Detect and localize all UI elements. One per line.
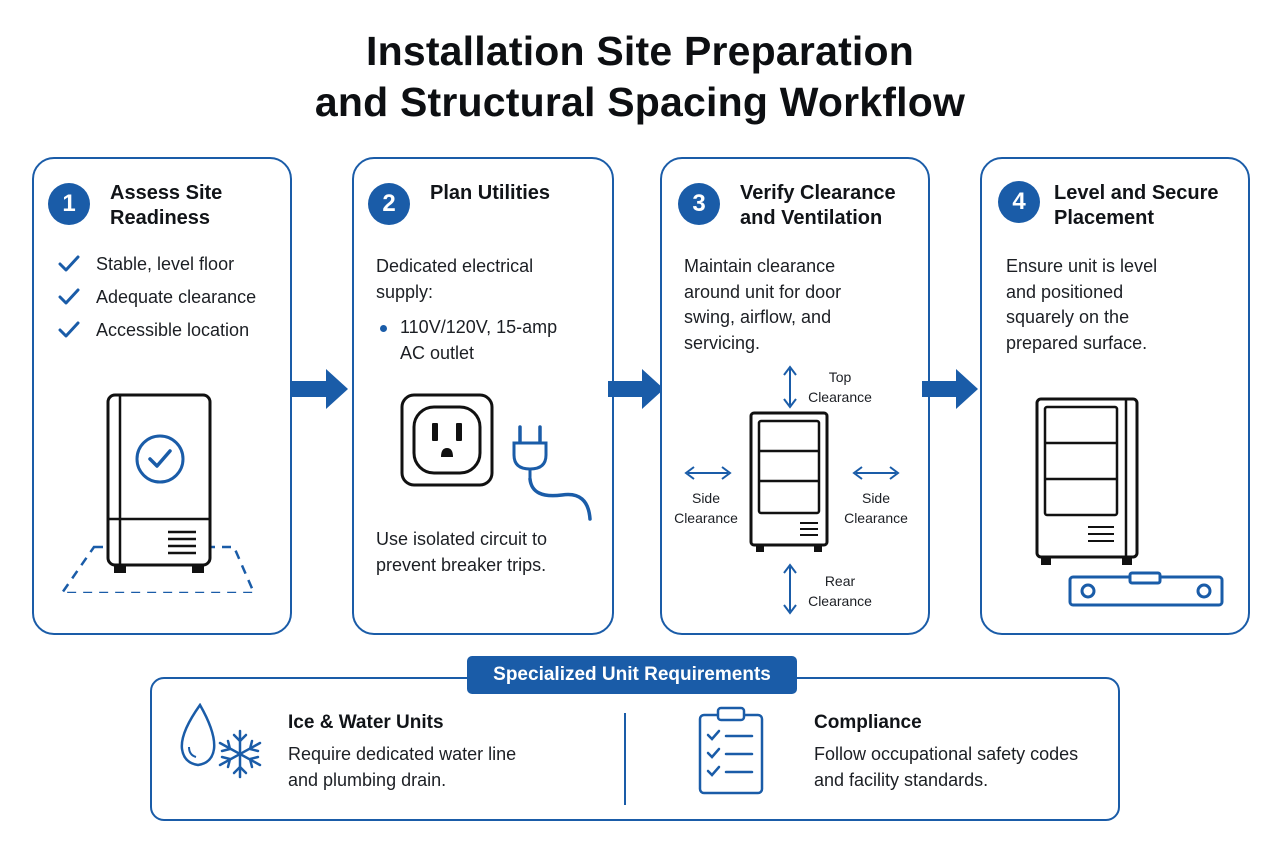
compliance-text-line: Follow occupational safety codes — [814, 744, 1079, 764]
bullet-dot — [380, 325, 387, 332]
clearance-description: Maintain clearance around unit for door … — [684, 256, 842, 353]
right-side-clearance-label: Side Clearance — [836, 488, 916, 528]
double-arrow-icon — [852, 466, 900, 480]
flow-arrow-icon — [608, 369, 664, 409]
flow-arrow-icon — [292, 369, 348, 409]
left-side-clearance-label: Side Clearance — [666, 488, 746, 528]
step-card-assess-site: 1 Assess Site Readiness Stable, level fl… — [32, 157, 292, 635]
page-title: Installation Site Preparation and Struct… — [0, 26, 1280, 128]
flow-arrow-icon — [922, 369, 978, 409]
step-number-badge: 1 — [48, 183, 90, 225]
step-card-plan-utilities: 2 Plan Utilities Dedicated electrical su… — [352, 157, 614, 635]
compliance-text: Follow occupational safety codes and fac… — [814, 741, 1114, 793]
power-plug-icon — [512, 425, 592, 521]
check-icon — [58, 288, 80, 305]
checklist-item: Adequate clearance — [58, 287, 256, 307]
label-line: Rear — [824, 573, 856, 589]
step-card-verify-clearance: 3 Verify Clearance and Ventilation Maint… — [660, 157, 930, 635]
utilities-intro: Dedicated electrical supply: — [376, 256, 534, 302]
checklist-item: Accessible location — [58, 320, 256, 340]
check-icon — [58, 255, 80, 272]
water-drop-snowflake-icon — [180, 703, 262, 779]
specialized-requirements-heading: Specialized Unit Requirements — [467, 656, 797, 694]
ice-water-text-line: Require dedicated water line — [288, 744, 517, 764]
compliance-text-line: and facility standards. — [814, 770, 989, 790]
utilities-note: Use isolated circuit to prevent breaker … — [376, 529, 548, 575]
step-title: Plan Utilities — [430, 182, 551, 204]
step-title: Verify Clearance and Ventilation — [740, 182, 896, 229]
ice-water-text: Require dedicated water line and plumbin… — [288, 741, 588, 793]
step-title: Assess Site Readiness — [110, 182, 223, 229]
top-clearance-label: Top Clearance — [792, 367, 888, 407]
readiness-checklist: Stable, level floor Adequate clearance A… — [58, 254, 256, 353]
step-number-badge: 3 — [678, 183, 720, 225]
label-line: Clearance — [808, 389, 872, 405]
label-line: Clearance — [844, 510, 908, 526]
checklist-item-label: Adequate clearance — [96, 287, 257, 307]
title-line-1: Installation Site Preparation — [365, 28, 915, 74]
double-arrow-icon — [684, 466, 732, 480]
checklist-item-label: Accessible location — [96, 320, 250, 340]
double-arrow-icon — [783, 365, 797, 409]
checklist-item: Stable, level floor — [58, 254, 256, 274]
checklist-item-label: Stable, level floor — [96, 254, 235, 274]
compliance-title: Compliance — [814, 712, 922, 733]
electrical-outlet-icon — [400, 393, 494, 487]
rear-clearance-label: Rear Clearance — [792, 571, 888, 611]
floor-outline-icon — [60, 545, 256, 593]
label-line: Clearance — [808, 593, 872, 609]
label-line: Top — [828, 369, 852, 385]
double-arrow-icon — [783, 563, 797, 615]
step-number-badge: 2 — [368, 183, 410, 225]
glass-door-cooler-icon — [749, 411, 829, 552]
title-line-2: and Structural Spacing Workflow — [314, 79, 966, 125]
label-line: Side — [861, 490, 891, 506]
specialized-requirements-panel: Ice & Water Units Require dedicated wate… — [150, 677, 1120, 821]
ice-water-text-line: and plumbing drain. — [288, 770, 447, 790]
clipboard-checklist-icon — [698, 706, 764, 795]
label-line: Clearance — [674, 510, 738, 526]
step-number-badge: 4 — [998, 181, 1040, 223]
outlet-spec: 110V/120V, 15-amp AC outlet — [400, 317, 558, 363]
panel-divider — [624, 713, 626, 805]
spirit-level-icon — [1068, 571, 1224, 607]
glass-door-cooler-icon — [1035, 397, 1139, 565]
step-title: Level and Secure Placement — [1054, 182, 1219, 229]
refrigerator-unit-icon — [60, 393, 256, 593]
label-line: Side — [691, 490, 721, 506]
check-icon — [58, 321, 80, 338]
ice-water-title: Ice & Water Units — [288, 712, 444, 733]
step-card-level-secure: 4 Level and Secure Placement Ensure unit… — [980, 157, 1250, 635]
placement-description: Ensure unit is level and positioned squa… — [1006, 256, 1158, 353]
